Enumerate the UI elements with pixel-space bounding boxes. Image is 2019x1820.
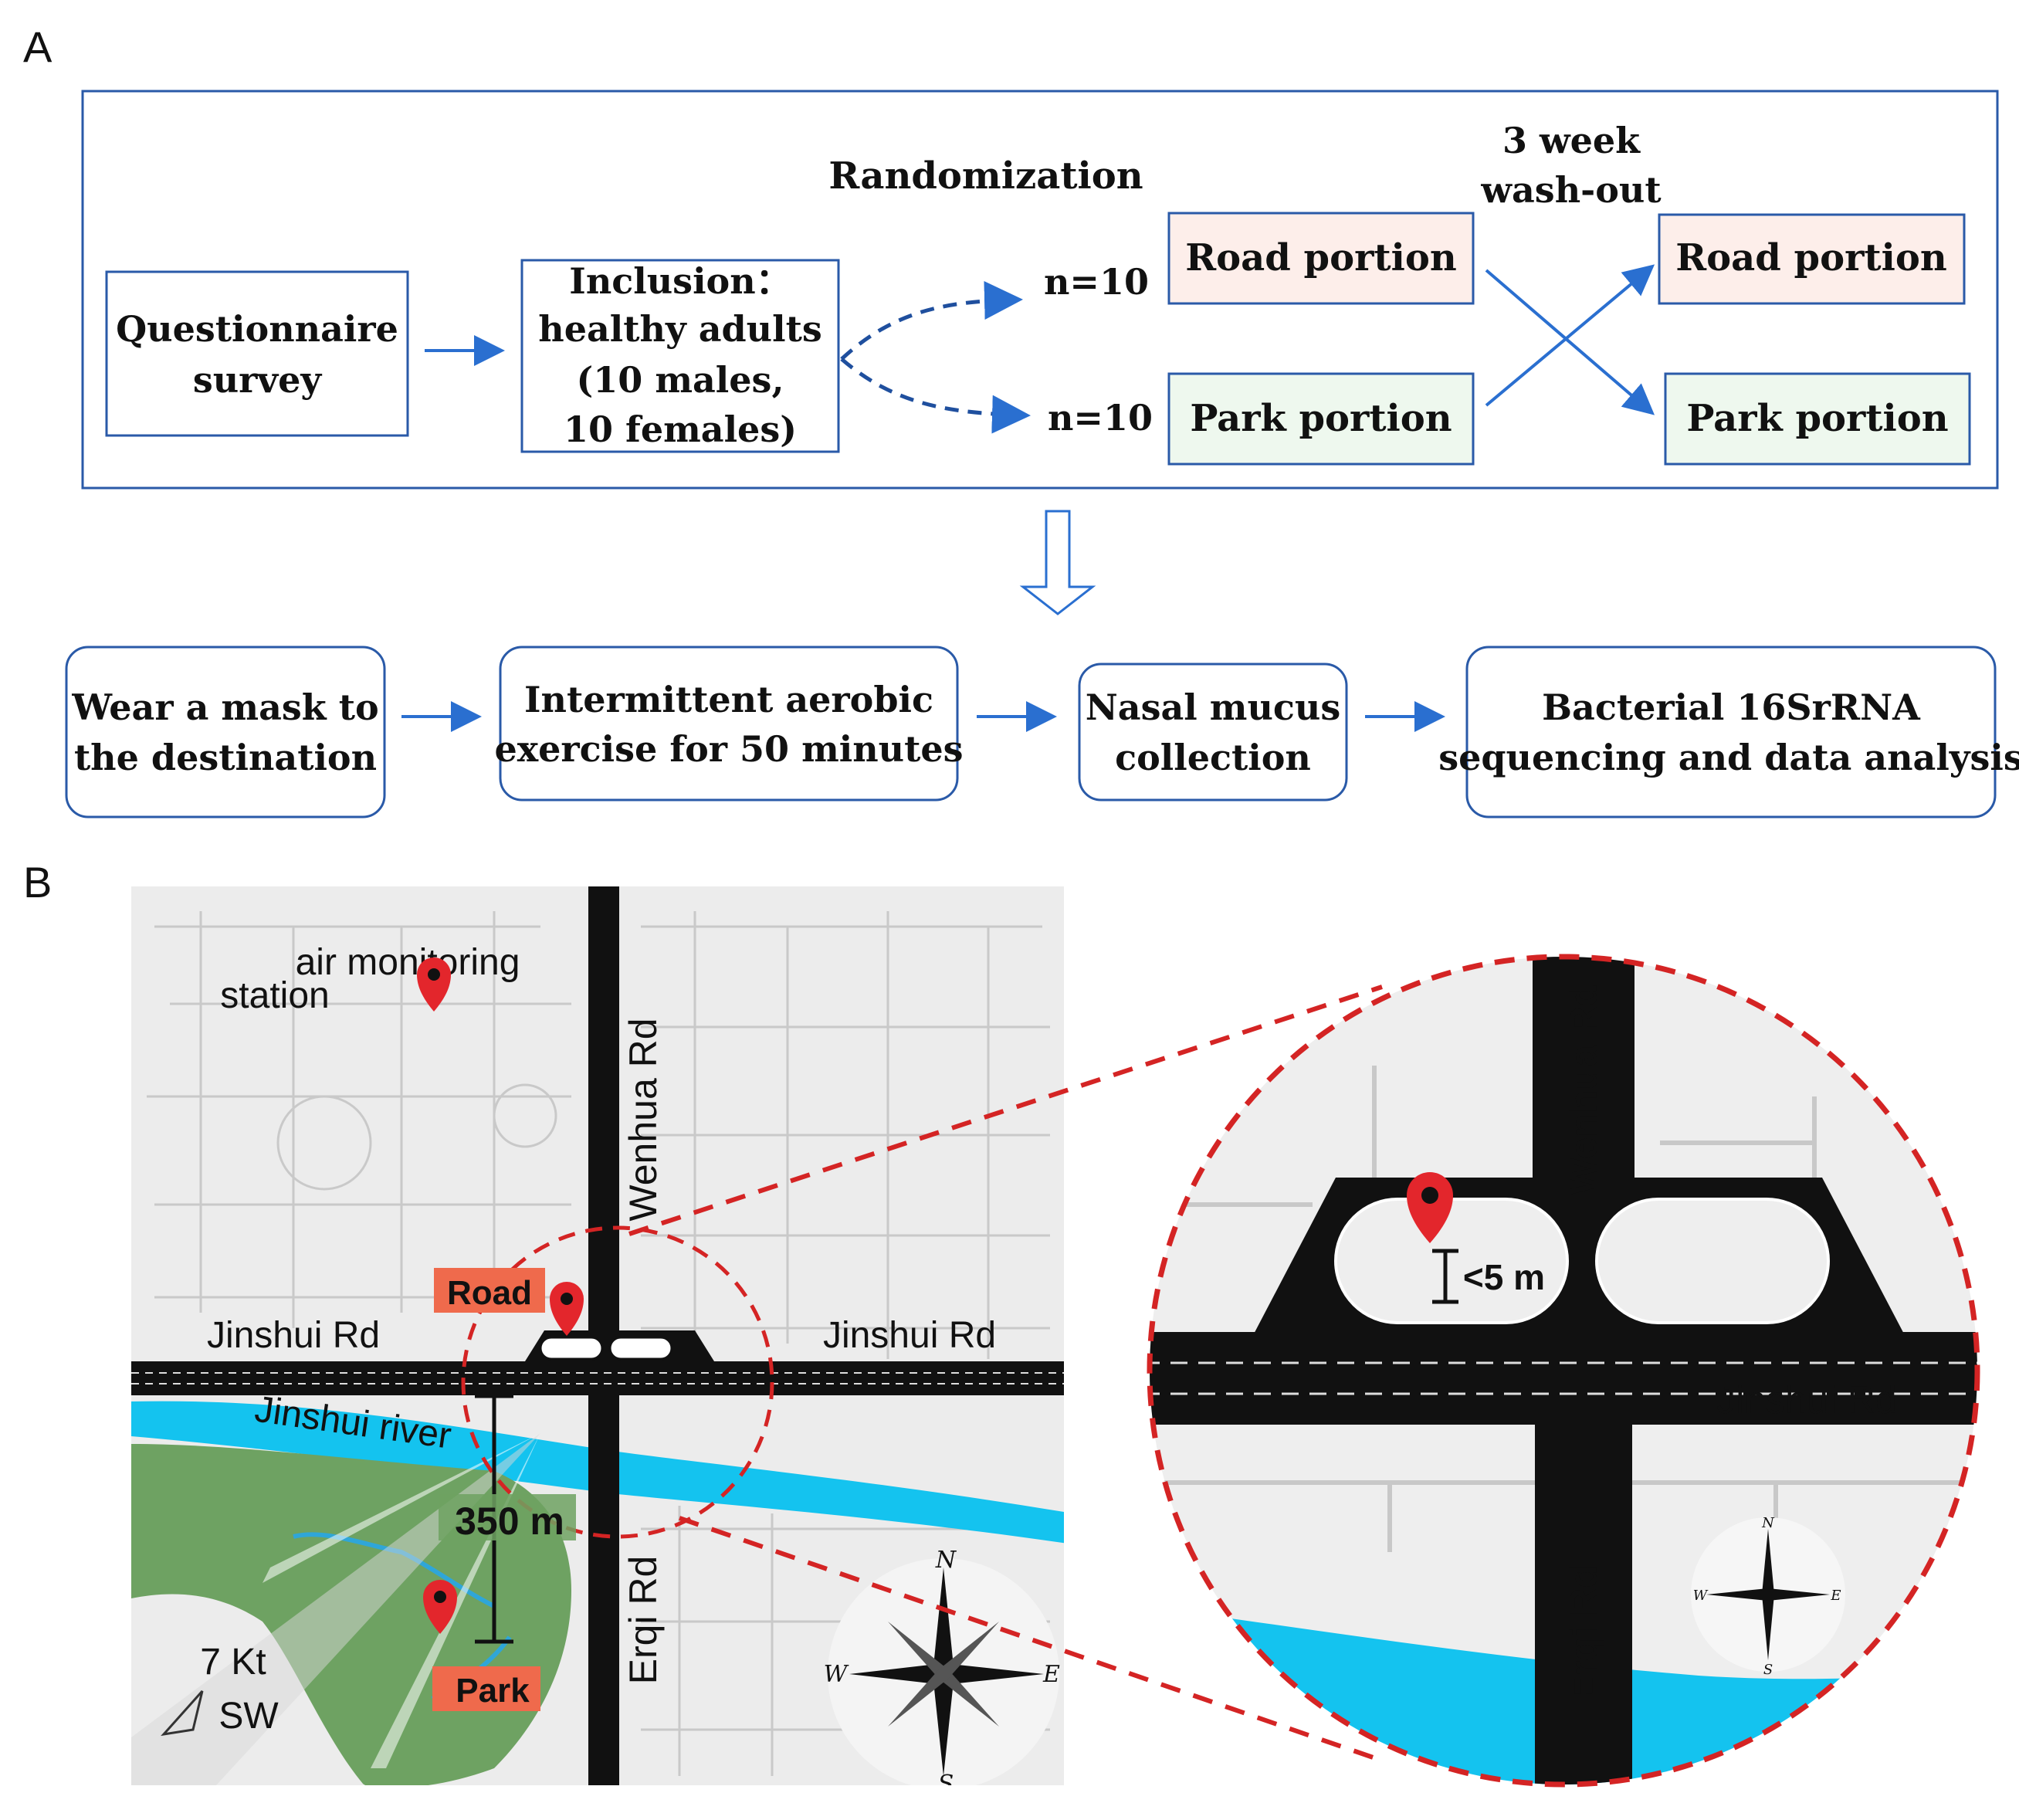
zoom-compass-icon: N S E W xyxy=(1691,1515,1845,1678)
zoom-border xyxy=(1147,954,1980,1788)
road-tag: Road xyxy=(447,1274,532,1312)
step-3-line2: collection xyxy=(1115,737,1311,778)
step-box-2: Intermittent aerobic exercise for 50 min… xyxy=(494,646,964,802)
zoom-erqi-label: Erqi Rd xyxy=(1562,1564,1605,1702)
park-portion-box-1: Park portion xyxy=(1167,372,1475,466)
step-1-line1: Wear a mask to xyxy=(71,686,378,728)
zoom-compass-e: E xyxy=(1830,1588,1841,1604)
zoom-compass-s: S xyxy=(1763,1662,1773,1678)
washout-line1: 3 week xyxy=(1502,120,1641,161)
zoom-connector-bottom xyxy=(679,1516,1383,1763)
map: 350 m air monitoring station Wenhua Rd J… xyxy=(131,886,1064,1798)
step-3-line1: Nasal mucus xyxy=(1086,686,1341,728)
random-arrow-top xyxy=(840,281,1023,361)
road-portion-box-2: Road portion xyxy=(1658,213,1966,305)
wind-direction: SW xyxy=(218,1696,279,1737)
inclusion-line1: Inclusion： xyxy=(569,260,791,302)
step-box-4: Bacterial 16SrRNA sequencing and data an… xyxy=(1438,646,2019,818)
station-pin-icon xyxy=(417,957,451,1012)
zoom-wenhua-label: Wenhua Rd xyxy=(1562,983,1605,1195)
panel-a-frame xyxy=(81,90,1999,490)
jinshui-road-label-left: Jinshui Rd xyxy=(207,1315,380,1356)
crossover-arrow-up xyxy=(1485,264,1655,407)
step-box-3: Nasal mucus collection xyxy=(1078,663,1348,802)
random-arrow-bottom xyxy=(840,358,1031,434)
step-2-line2: exercise for 50 minutes xyxy=(494,728,963,770)
n-top: n=10 xyxy=(1044,261,1149,303)
inclusion-line2: healthy adults xyxy=(538,308,821,350)
zoom-connector-top xyxy=(628,985,1383,1236)
road-pin-icon xyxy=(550,1282,584,1336)
questionnaire-line2: survey xyxy=(193,359,323,401)
questionnaire-box: Questionnaire survey xyxy=(105,270,409,437)
park-portion-label-1: Park portion xyxy=(1190,397,1452,440)
distance-label: 350 m xyxy=(455,1500,564,1543)
zoom-distance-label: <5 m xyxy=(1463,1257,1545,1297)
zoom-road-pin-icon xyxy=(1407,1172,1453,1243)
erqi-road-label: Erqi Rd xyxy=(622,1556,665,1685)
park-pin-icon xyxy=(423,1580,457,1634)
zoom-region-circle xyxy=(461,1225,774,1539)
zoom-jinshui-label: Jinshui Rd xyxy=(1716,1378,1896,1422)
compass-w: W xyxy=(824,1661,849,1688)
n-bottom: n=10 xyxy=(1048,397,1153,439)
road-portion-label-1: Road portion xyxy=(1185,236,1456,280)
park-portion-box-2: Park portion xyxy=(1664,372,1971,466)
compass-s: S xyxy=(938,1771,954,1798)
wenhua-road-label: Wenhua Rd xyxy=(622,1018,665,1221)
wind-shadow xyxy=(131,1433,540,1785)
road-tag-bg xyxy=(434,1268,545,1313)
park-portion-label-2: Park portion xyxy=(1686,397,1948,440)
jinshui-road-label-right: Jinshui Rd xyxy=(823,1315,996,1356)
inclusion-line3: (10 males, xyxy=(577,359,784,401)
road-portion-label-2: Road portion xyxy=(1675,236,1946,280)
zoom-compass-n: N xyxy=(1761,1515,1775,1531)
step-2-line1: Intermittent aerobic xyxy=(524,679,933,720)
step-box-1: Wear a mask to the destination xyxy=(65,646,386,818)
inclusion-box: Inclusion： healthy adults (10 males, 10 … xyxy=(520,259,840,453)
step-4-line2: sequencing and data analysis xyxy=(1438,737,2019,778)
randomization-label: Randomization xyxy=(828,154,1143,198)
street-grid xyxy=(147,911,1050,1776)
zoom-compass-w: W xyxy=(1693,1588,1709,1604)
step-1-line2: the destination xyxy=(74,737,377,778)
inclusion-line4: 10 females) xyxy=(564,408,797,450)
washout-line2: wash-out xyxy=(1480,169,1662,211)
panel-b-label: B xyxy=(23,858,52,907)
compass-n: N xyxy=(935,1547,957,1574)
hollow-down-arrow xyxy=(1019,510,1096,615)
park-tag-bg xyxy=(432,1666,540,1711)
station-label-line2: station xyxy=(220,975,329,1016)
wind-speed: 7 Kt xyxy=(200,1642,266,1683)
crossover-arrow-down xyxy=(1485,269,1655,415)
station-label-line1: air monitoring xyxy=(296,942,520,983)
step-4-line1: Bacterial 16SrRNA xyxy=(1542,686,1921,728)
jinshui-road xyxy=(131,1361,1064,1395)
compass-icon: N S E W xyxy=(824,1547,1060,1798)
wind-arrow-icon xyxy=(161,1690,204,1737)
compass-e: E xyxy=(1042,1661,1060,1688)
questionnaire-line1: Questionnaire xyxy=(116,308,398,350)
road-portion-box-1: Road portion xyxy=(1167,212,1475,305)
panel-a-label: A xyxy=(23,22,53,71)
park-tag: Park xyxy=(456,1672,530,1710)
